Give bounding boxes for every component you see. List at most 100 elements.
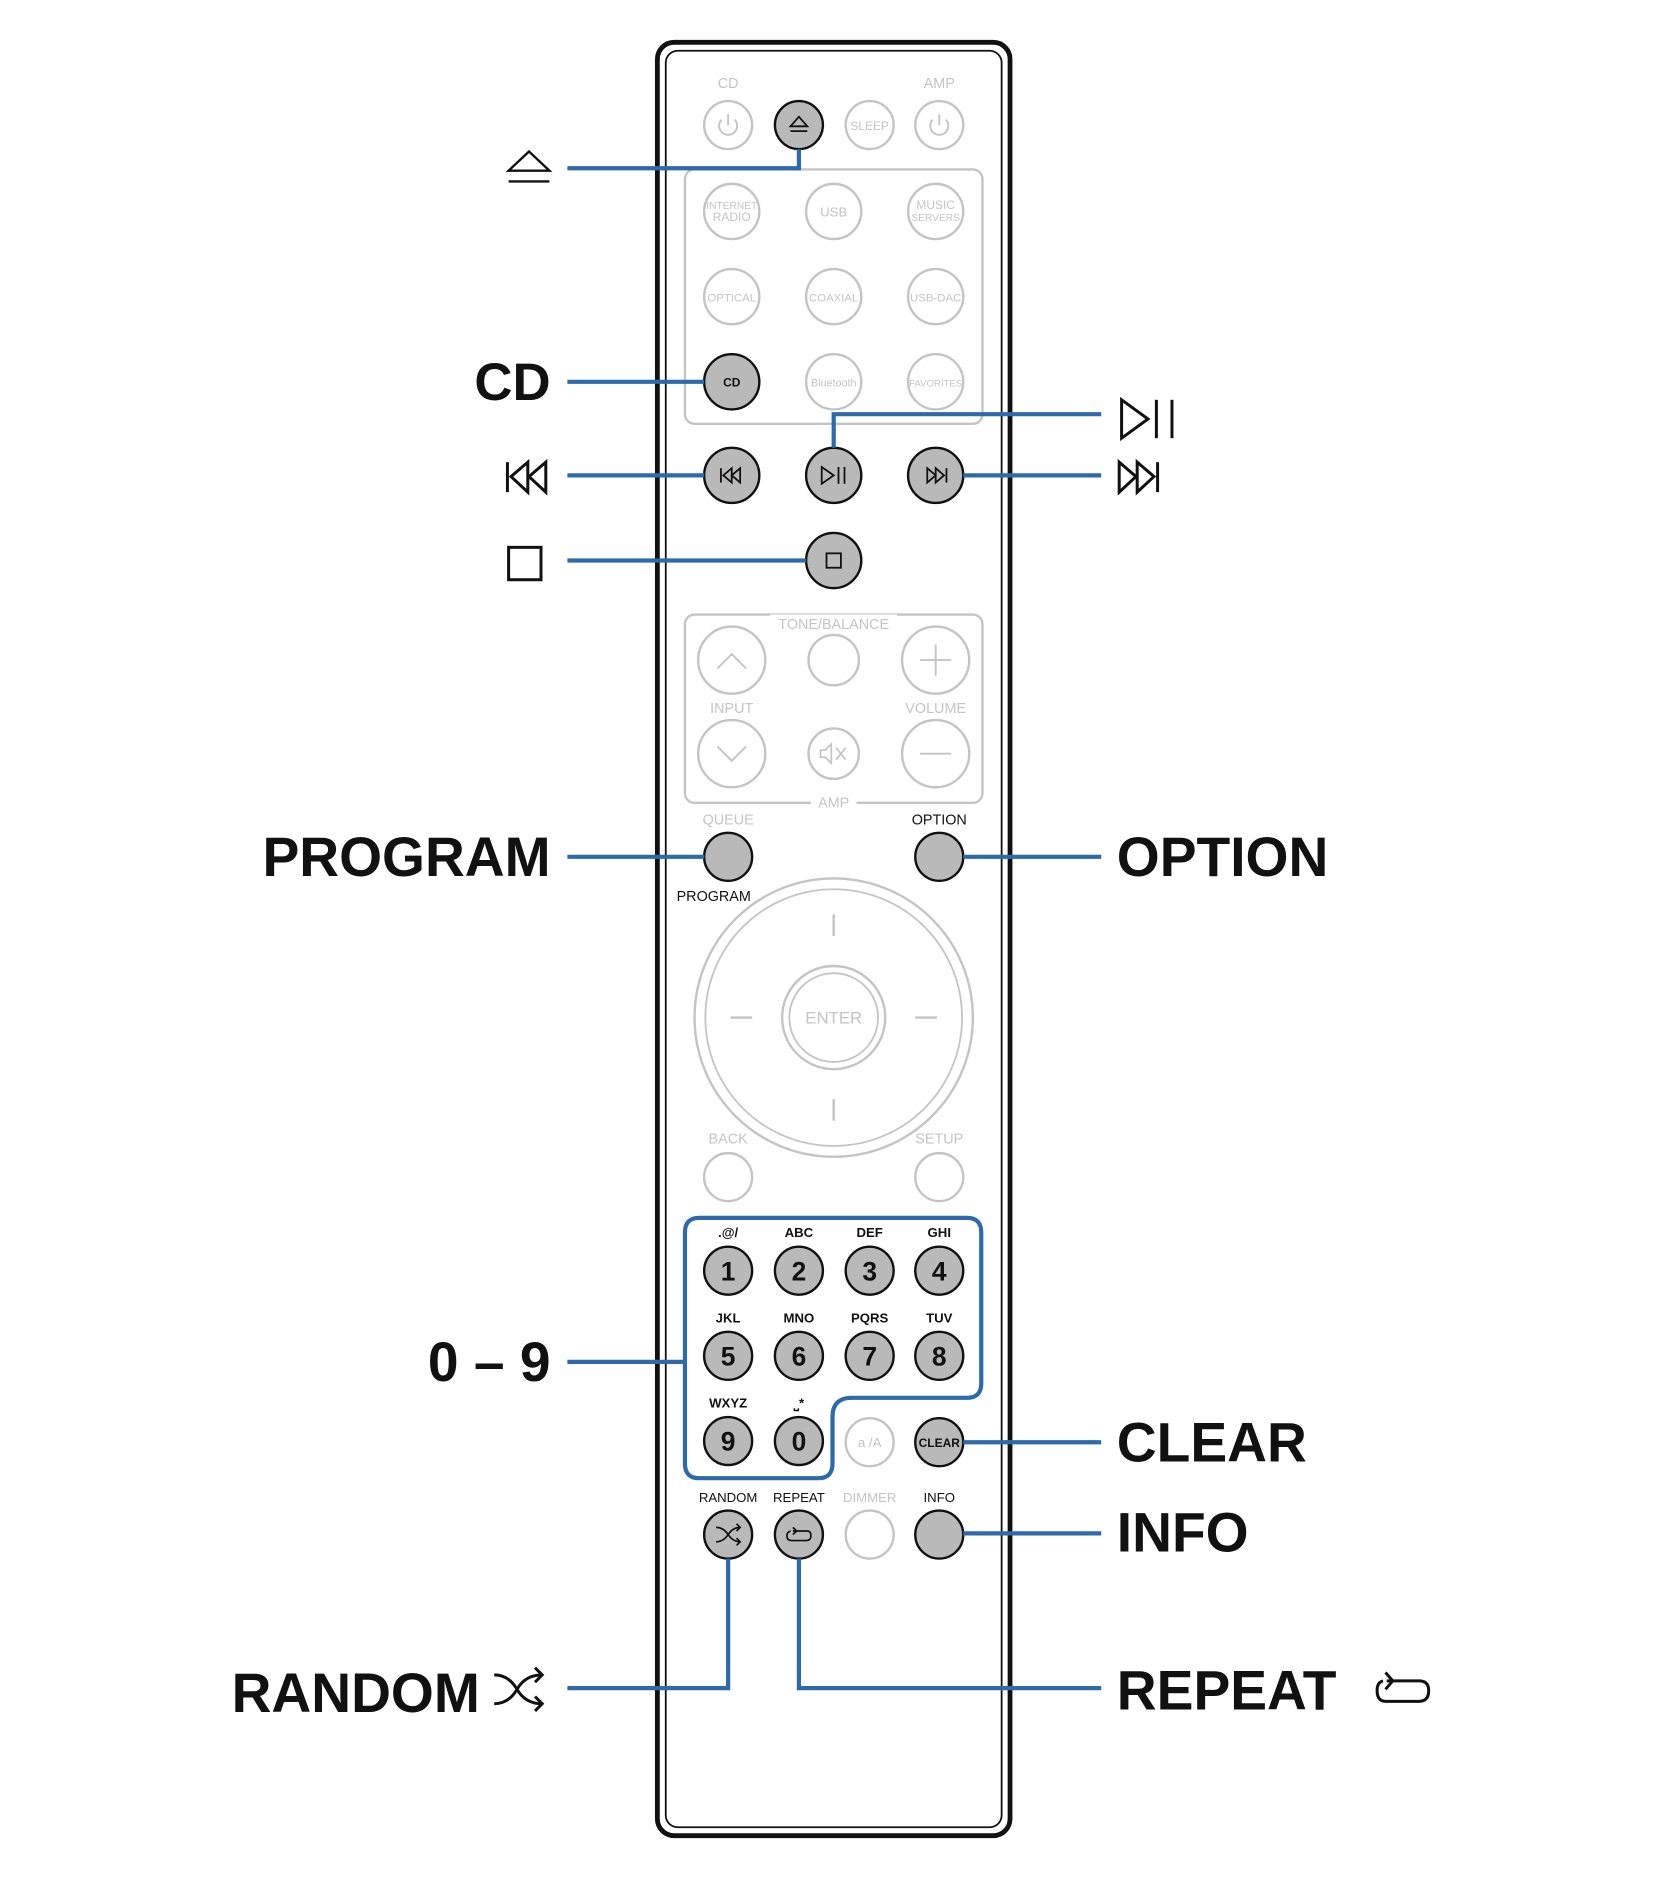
- number-8-letters: TUV: [926, 1310, 953, 1325]
- leader-eject: [567, 149, 802, 171]
- number-3-digit: 3: [862, 1256, 877, 1286]
- favorites-label: FAVORITES: [909, 379, 962, 390]
- back-button[interactable]: [702, 1151, 754, 1203]
- option-button[interactable]: [914, 831, 965, 883]
- amp-zone-label: AMP: [924, 76, 955, 92]
- usb-button[interactable]: USB: [804, 182, 863, 241]
- option-label: OPTION: [912, 812, 967, 828]
- usb-label: USB: [820, 204, 847, 219]
- leader-play-pause: [831, 412, 1102, 448]
- optical-button[interactable]: OPTICAL: [702, 267, 761, 326]
- skip-back-button[interactable]: [702, 446, 761, 505]
- aa-button[interactable]: a /A: [844, 1417, 895, 1468]
- volume-label: VOLUME: [905, 701, 966, 717]
- number-1-digit: 1: [721, 1256, 736, 1286]
- amp-panel-label: AMP: [818, 796, 849, 812]
- repeat-button[interactable]: [773, 1509, 825, 1560]
- info-button[interactable]: [914, 1509, 965, 1560]
- number-0-button[interactable]: ⎵* 0: [773, 1395, 825, 1467]
- info-callout: INFO: [1117, 1501, 1249, 1563]
- clear-callout: CLEAR: [1117, 1411, 1307, 1473]
- setup-button[interactable]: [914, 1151, 965, 1203]
- music-servers-button[interactable]: MUSIC SERVERS: [906, 182, 965, 241]
- skip-back-callout-icon: [505, 458, 548, 496]
- sleep-button[interactable]: SLEEP: [844, 99, 895, 151]
- leader-random: [567, 1558, 731, 1691]
- repeat-callout: REPEAT: [1117, 1660, 1337, 1722]
- power-icon: [718, 114, 739, 136]
- setup-label: SETUP: [915, 1132, 963, 1148]
- random-callout: RANDOM: [232, 1662, 480, 1724]
- stop-callout-icon: [507, 545, 543, 582]
- clear-button-label: CLEAR: [919, 1436, 961, 1450]
- number-2-button[interactable]: ABC 2: [773, 1225, 825, 1296]
- chevron-down-icon: [716, 745, 747, 763]
- number-9-letters: WXYZ: [709, 1395, 747, 1410]
- tone-balance-button[interactable]: [807, 633, 861, 687]
- internet-radio-label-1: INTERNET: [706, 201, 757, 212]
- enter-button[interactable]: ENTER: [780, 964, 887, 1071]
- coaxial-button[interactable]: COAXIAL: [804, 267, 863, 326]
- program-button[interactable]: [702, 831, 754, 883]
- dimmer-label: DIMMER: [843, 1490, 896, 1505]
- mute-icon: [819, 742, 847, 766]
- volume-up-button[interactable]: [900, 625, 971, 695]
- stop-button[interactable]: [804, 531, 863, 590]
- number-2-letters: ABC: [785, 1225, 814, 1240]
- shuffle-callout-icon: [494, 1666, 545, 1712]
- clear-button[interactable]: CLEAR: [914, 1417, 965, 1468]
- random-button[interactable]: [702, 1509, 754, 1560]
- program-label: PROGRAM: [677, 889, 751, 905]
- internet-radio-button[interactable]: INTERNET RADIO: [702, 182, 761, 241]
- number-0-digit: 0: [792, 1427, 807, 1457]
- amp-power-button[interactable]: [914, 99, 965, 151]
- skip-forward-button[interactable]: [906, 446, 965, 505]
- number-7-digit: 7: [862, 1341, 877, 1371]
- play-pause-callout-icon: [1120, 396, 1174, 442]
- volume-down-button[interactable]: [900, 718, 971, 789]
- usb-dac-label: USB-DAC: [910, 292, 961, 304]
- random-label: RANDOM: [699, 1490, 758, 1505]
- power-icon: [929, 114, 950, 136]
- bluetooth-button[interactable]: Bluetooth: [804, 353, 863, 411]
- mute-button[interactable]: [807, 727, 861, 781]
- number-0-letters: ⎵*: [793, 1395, 805, 1410]
- play-pause-button[interactable]: [804, 446, 863, 505]
- chevron-up-icon: [716, 652, 747, 670]
- internet-radio-label-2: RADIO: [713, 210, 751, 224]
- cd-zone-label: CD: [718, 76, 739, 92]
- dimmer-button[interactable]: [844, 1509, 895, 1560]
- eject-callout-icon: [505, 149, 553, 183]
- numpad-highlight-outline: [682, 1215, 984, 1481]
- number-9-button[interactable]: WXYZ 9: [702, 1395, 754, 1467]
- input-down-button[interactable]: [696, 718, 767, 789]
- back-label: BACK: [709, 1132, 749, 1148]
- number-1-button[interactable]: .@/1: [702, 1225, 754, 1296]
- cd-source-button[interactable]: CD: [702, 353, 761, 411]
- number-9-digit: 9: [721, 1427, 736, 1457]
- cd-power-button[interactable]: [702, 99, 754, 151]
- leader-lines: [567, 149, 1102, 1691]
- cd-callout: CD: [474, 353, 550, 412]
- favorites-button[interactable]: FAVORITES: [906, 353, 965, 411]
- play-pause-icon: [820, 465, 846, 486]
- program-callout: PROGRAM: [262, 826, 550, 888]
- number-2-digit: 2: [792, 1256, 807, 1286]
- numbers-callout: 0 – 9: [428, 1331, 551, 1393]
- input-up-button[interactable]: [696, 625, 767, 695]
- cd-source-label: CD: [723, 376, 741, 390]
- optical-label: OPTICAL: [707, 292, 756, 304]
- eject-button[interactable]: [773, 99, 825, 151]
- bluetooth-label: Bluetooth: [811, 378, 857, 390]
- usb-dac-button[interactable]: USB-DAC: [906, 267, 965, 326]
- sleep-label: SLEEP: [850, 119, 889, 133]
- info-label: INFO: [924, 1490, 956, 1505]
- number-5-letters: JKL: [716, 1310, 741, 1325]
